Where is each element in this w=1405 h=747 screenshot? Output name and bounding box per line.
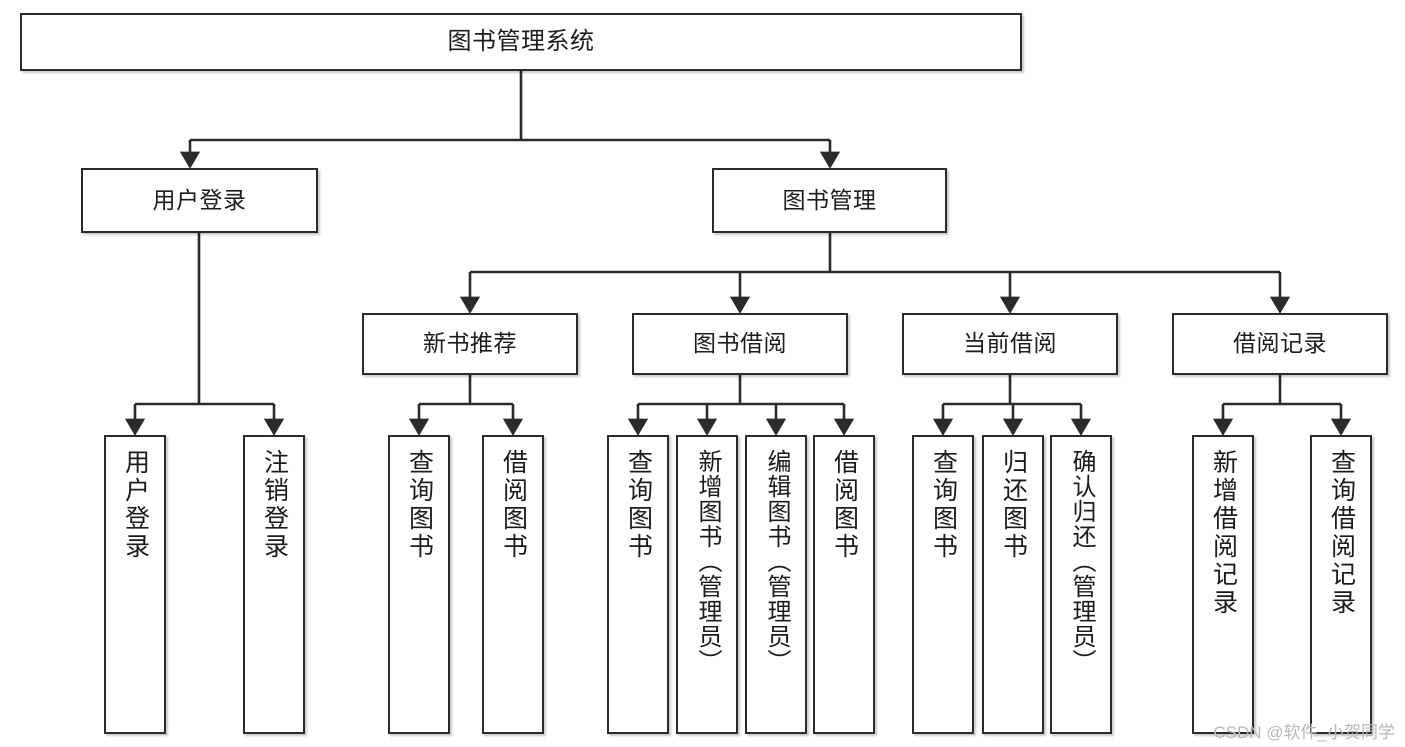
node-submodule-borrow-record[interactable]: 借阅记录: [1172, 313, 1388, 375]
node-leaf-l1[interactable]: 用户登录: [104, 435, 166, 734]
node-leaf-l9[interactable]: 查询图书: [912, 435, 974, 734]
node-leaf-l8-label: 借阅图书: [830, 449, 859, 561]
node-leaf-l2[interactable]: 注销登录: [243, 435, 305, 734]
node-module-book-management[interactable]: 图书管理: [712, 168, 947, 233]
node-submodule-current-borrow[interactable]: 当前借阅: [902, 313, 1118, 375]
node-leaf-l9-label: 查询图书: [929, 449, 958, 561]
node-submodule-borrow-record-label: 借阅记录: [1233, 330, 1327, 357]
node-leaf-l5-label: 查询图书: [624, 449, 653, 561]
node-submodule-book-borrow[interactable]: 图书借阅: [632, 313, 848, 375]
node-leaf-l12[interactable]: 新增借阅记录: [1192, 435, 1254, 734]
node-leaf-l4[interactable]: 借阅图书: [482, 435, 544, 734]
node-leaf-l7-label: 编辑图书（管理员）: [763, 449, 790, 674]
node-module-user-login-label: 用户登录: [152, 186, 247, 213]
csdn-watermark: CSDN @软件_小贺同学: [1213, 723, 1395, 742]
node-submodule-book-borrow-label: 图书借阅: [693, 330, 787, 357]
node-leaf-l13[interactable]: 查询借阅记录: [1310, 435, 1372, 734]
node-leaf-l13-label: 查询借阅记录: [1327, 449, 1356, 617]
node-root-system-label: 图书管理系统: [447, 27, 595, 55]
node-leaf-l10[interactable]: 归还图书: [982, 435, 1044, 734]
node-submodule-current-borrow-label: 当前借阅: [963, 330, 1057, 357]
node-leaf-l7[interactable]: 编辑图书（管理员）: [745, 435, 807, 734]
node-module-user-login[interactable]: 用户登录: [81, 168, 318, 233]
node-leaf-l11-label: 确认归还（管理员）: [1068, 449, 1095, 674]
node-leaf-l3[interactable]: 查询图书: [388, 435, 450, 734]
node-leaf-l11[interactable]: 确认归还（管理员）: [1050, 435, 1112, 734]
node-leaf-l4-label: 借阅图书: [499, 449, 528, 561]
node-leaf-l12-label: 新增借阅记录: [1209, 449, 1238, 617]
node-submodule-new-book-recommend[interactable]: 新书推荐: [362, 313, 578, 375]
node-leaf-l3-label: 查询图书: [405, 449, 434, 561]
node-leaf-l1-label: 用户登录: [121, 449, 150, 561]
node-leaf-l6[interactable]: 新增图书（管理员）: [676, 435, 738, 734]
node-leaf-l2-label: 注销登录: [260, 449, 289, 561]
node-leaf-l8[interactable]: 借阅图书: [813, 435, 875, 734]
node-root-system[interactable]: 图书管理系统: [20, 13, 1022, 71]
node-leaf-l5[interactable]: 查询图书: [607, 435, 669, 734]
node-module-book-management-label: 图书管理: [782, 186, 877, 213]
node-leaf-l6-label: 新增图书（管理员）: [694, 449, 721, 674]
node-submodule-new-book-recommend-label: 新书推荐: [423, 330, 517, 357]
node-leaf-l10-label: 归还图书: [999, 449, 1028, 561]
